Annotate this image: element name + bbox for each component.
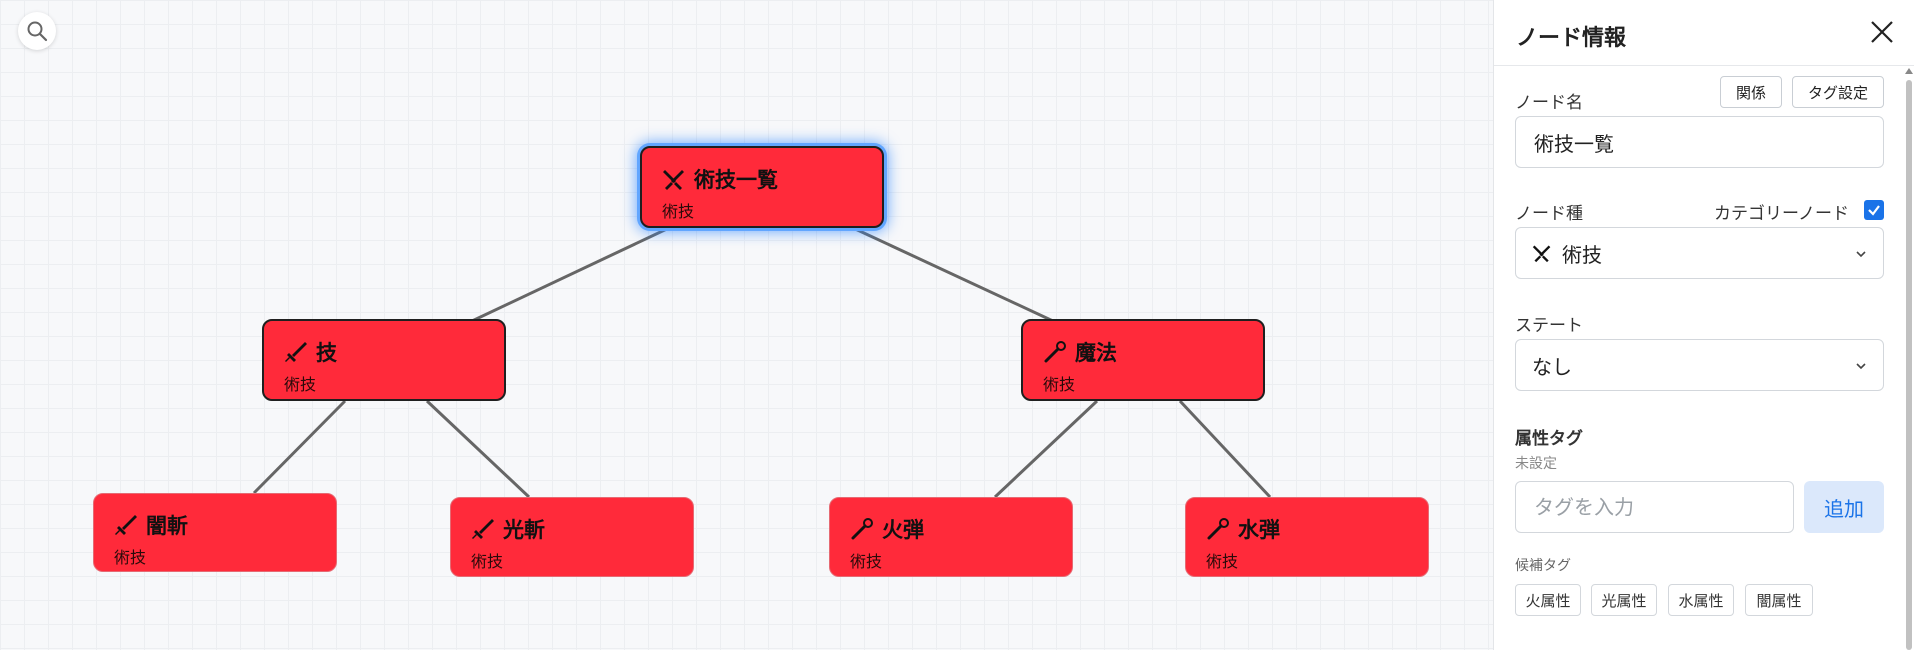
node-subtitle: 術技 bbox=[114, 548, 147, 567]
node-title: 光斬 bbox=[503, 518, 545, 542]
node-title: 水弾 bbox=[1238, 518, 1280, 542]
node-title: 術技一覧 bbox=[694, 168, 778, 192]
panel-header: ノード情報 bbox=[1494, 0, 1914, 66]
candidate-tag-water[interactable]: 水属性 bbox=[1668, 584, 1734, 616]
node-kadan[interactable]: 火弾 術技 bbox=[829, 497, 1073, 577]
attribute-tags-status: 未設定 bbox=[1515, 456, 1557, 472]
relation-button[interactable]: 関係 bbox=[1720, 76, 1782, 108]
candidate-tag-fire[interactable]: 火属性 bbox=[1515, 584, 1581, 616]
candidate-tags-label: 候補タグ bbox=[1515, 558, 1571, 574]
wand-icon bbox=[1207, 518, 1229, 540]
wand-icon bbox=[1044, 341, 1066, 363]
sword-icon bbox=[472, 519, 494, 539]
edge bbox=[1178, 399, 1272, 499]
node-title: 火弾 bbox=[882, 518, 924, 542]
close-icon[interactable] bbox=[1866, 16, 1898, 48]
node-waza[interactable]: 技 術技 bbox=[262, 319, 506, 401]
category-node-checkbox[interactable] bbox=[1864, 200, 1884, 220]
sword-icon bbox=[115, 515, 137, 535]
search-button[interactable] bbox=[18, 12, 56, 50]
scroll-up-arrow[interactable] bbox=[1905, 68, 1913, 74]
node-type-select[interactable]: 術技 bbox=[1515, 227, 1884, 279]
edge bbox=[471, 225, 672, 323]
node-mahou[interactable]: 魔法 術技 bbox=[1021, 319, 1265, 401]
node-type-value: 術技 bbox=[1562, 242, 1602, 267]
add-tag-button[interactable]: 追加 bbox=[1804, 481, 1884, 533]
check-icon bbox=[1868, 205, 1880, 216]
state-select[interactable]: なし bbox=[1515, 339, 1884, 391]
tag-settings-button[interactable]: タグ設定 bbox=[1792, 76, 1884, 108]
swords-crossed-icon bbox=[1532, 245, 1551, 263]
node-subtitle: 術技 bbox=[1043, 375, 1076, 394]
node-title: 魔法 bbox=[1075, 341, 1117, 365]
node-info-panel: ノード情報 ノード名 関係 タグ設定 ノード種 カテゴリーノード 術技 ステート bbox=[1493, 0, 1914, 650]
node-subtitle: 術技 bbox=[662, 202, 695, 221]
node-subtitle: 術技 bbox=[1206, 552, 1239, 571]
chevron-down-icon bbox=[1856, 363, 1866, 370]
node-title: 闇斬 bbox=[146, 514, 188, 538]
edge bbox=[425, 399, 531, 499]
scroll-thumb[interactable] bbox=[1906, 80, 1912, 650]
node-root[interactable]: 術技一覧 術技 bbox=[640, 146, 884, 228]
node-title: 技 bbox=[316, 341, 337, 365]
candidate-tag-dark[interactable]: 闇属性 bbox=[1745, 584, 1813, 616]
attribute-tags-label: 属性タグ bbox=[1515, 429, 1583, 449]
node-name-input[interactable] bbox=[1532, 129, 1883, 155]
graph-edges bbox=[252, 225, 1272, 499]
tag-input[interactable] bbox=[1532, 494, 1793, 520]
tag-input-field[interactable] bbox=[1515, 481, 1794, 533]
sword-icon bbox=[285, 342, 307, 362]
node-anzan[interactable]: 闇斬 術技 bbox=[93, 493, 337, 572]
state-label: ステート bbox=[1515, 316, 1583, 336]
node-subtitle: 術技 bbox=[850, 552, 883, 571]
state-value: なし bbox=[1532, 354, 1572, 379]
node-subtitle: 術技 bbox=[284, 375, 317, 394]
node-suidan[interactable]: 水弾 術技 bbox=[1185, 497, 1429, 577]
node-name-field[interactable] bbox=[1515, 116, 1884, 168]
category-node-label: カテゴリーノード bbox=[1714, 204, 1849, 224]
node-type-label: ノード種 bbox=[1515, 204, 1583, 224]
node-subtitle: 術技 bbox=[471, 552, 504, 571]
candidate-tag-light[interactable]: 光属性 bbox=[1591, 584, 1657, 616]
panel-scrollbar[interactable] bbox=[1904, 66, 1914, 650]
node-name-label: ノード名 bbox=[1515, 93, 1583, 113]
swords-crossed-icon bbox=[663, 170, 684, 190]
edge bbox=[850, 225, 1054, 323]
chevron-down-icon bbox=[1856, 251, 1866, 258]
search-icon bbox=[27, 21, 48, 42]
edge bbox=[252, 399, 347, 495]
panel-title: ノード情報 bbox=[1516, 26, 1627, 51]
edge bbox=[993, 399, 1099, 499]
node-kouzan[interactable]: 光斬 術技 bbox=[450, 497, 694, 577]
wand-icon bbox=[851, 518, 873, 540]
graph-canvas[interactable]: 術技一覧 術技 技 術技 魔法 術技 bbox=[0, 0, 1493, 650]
